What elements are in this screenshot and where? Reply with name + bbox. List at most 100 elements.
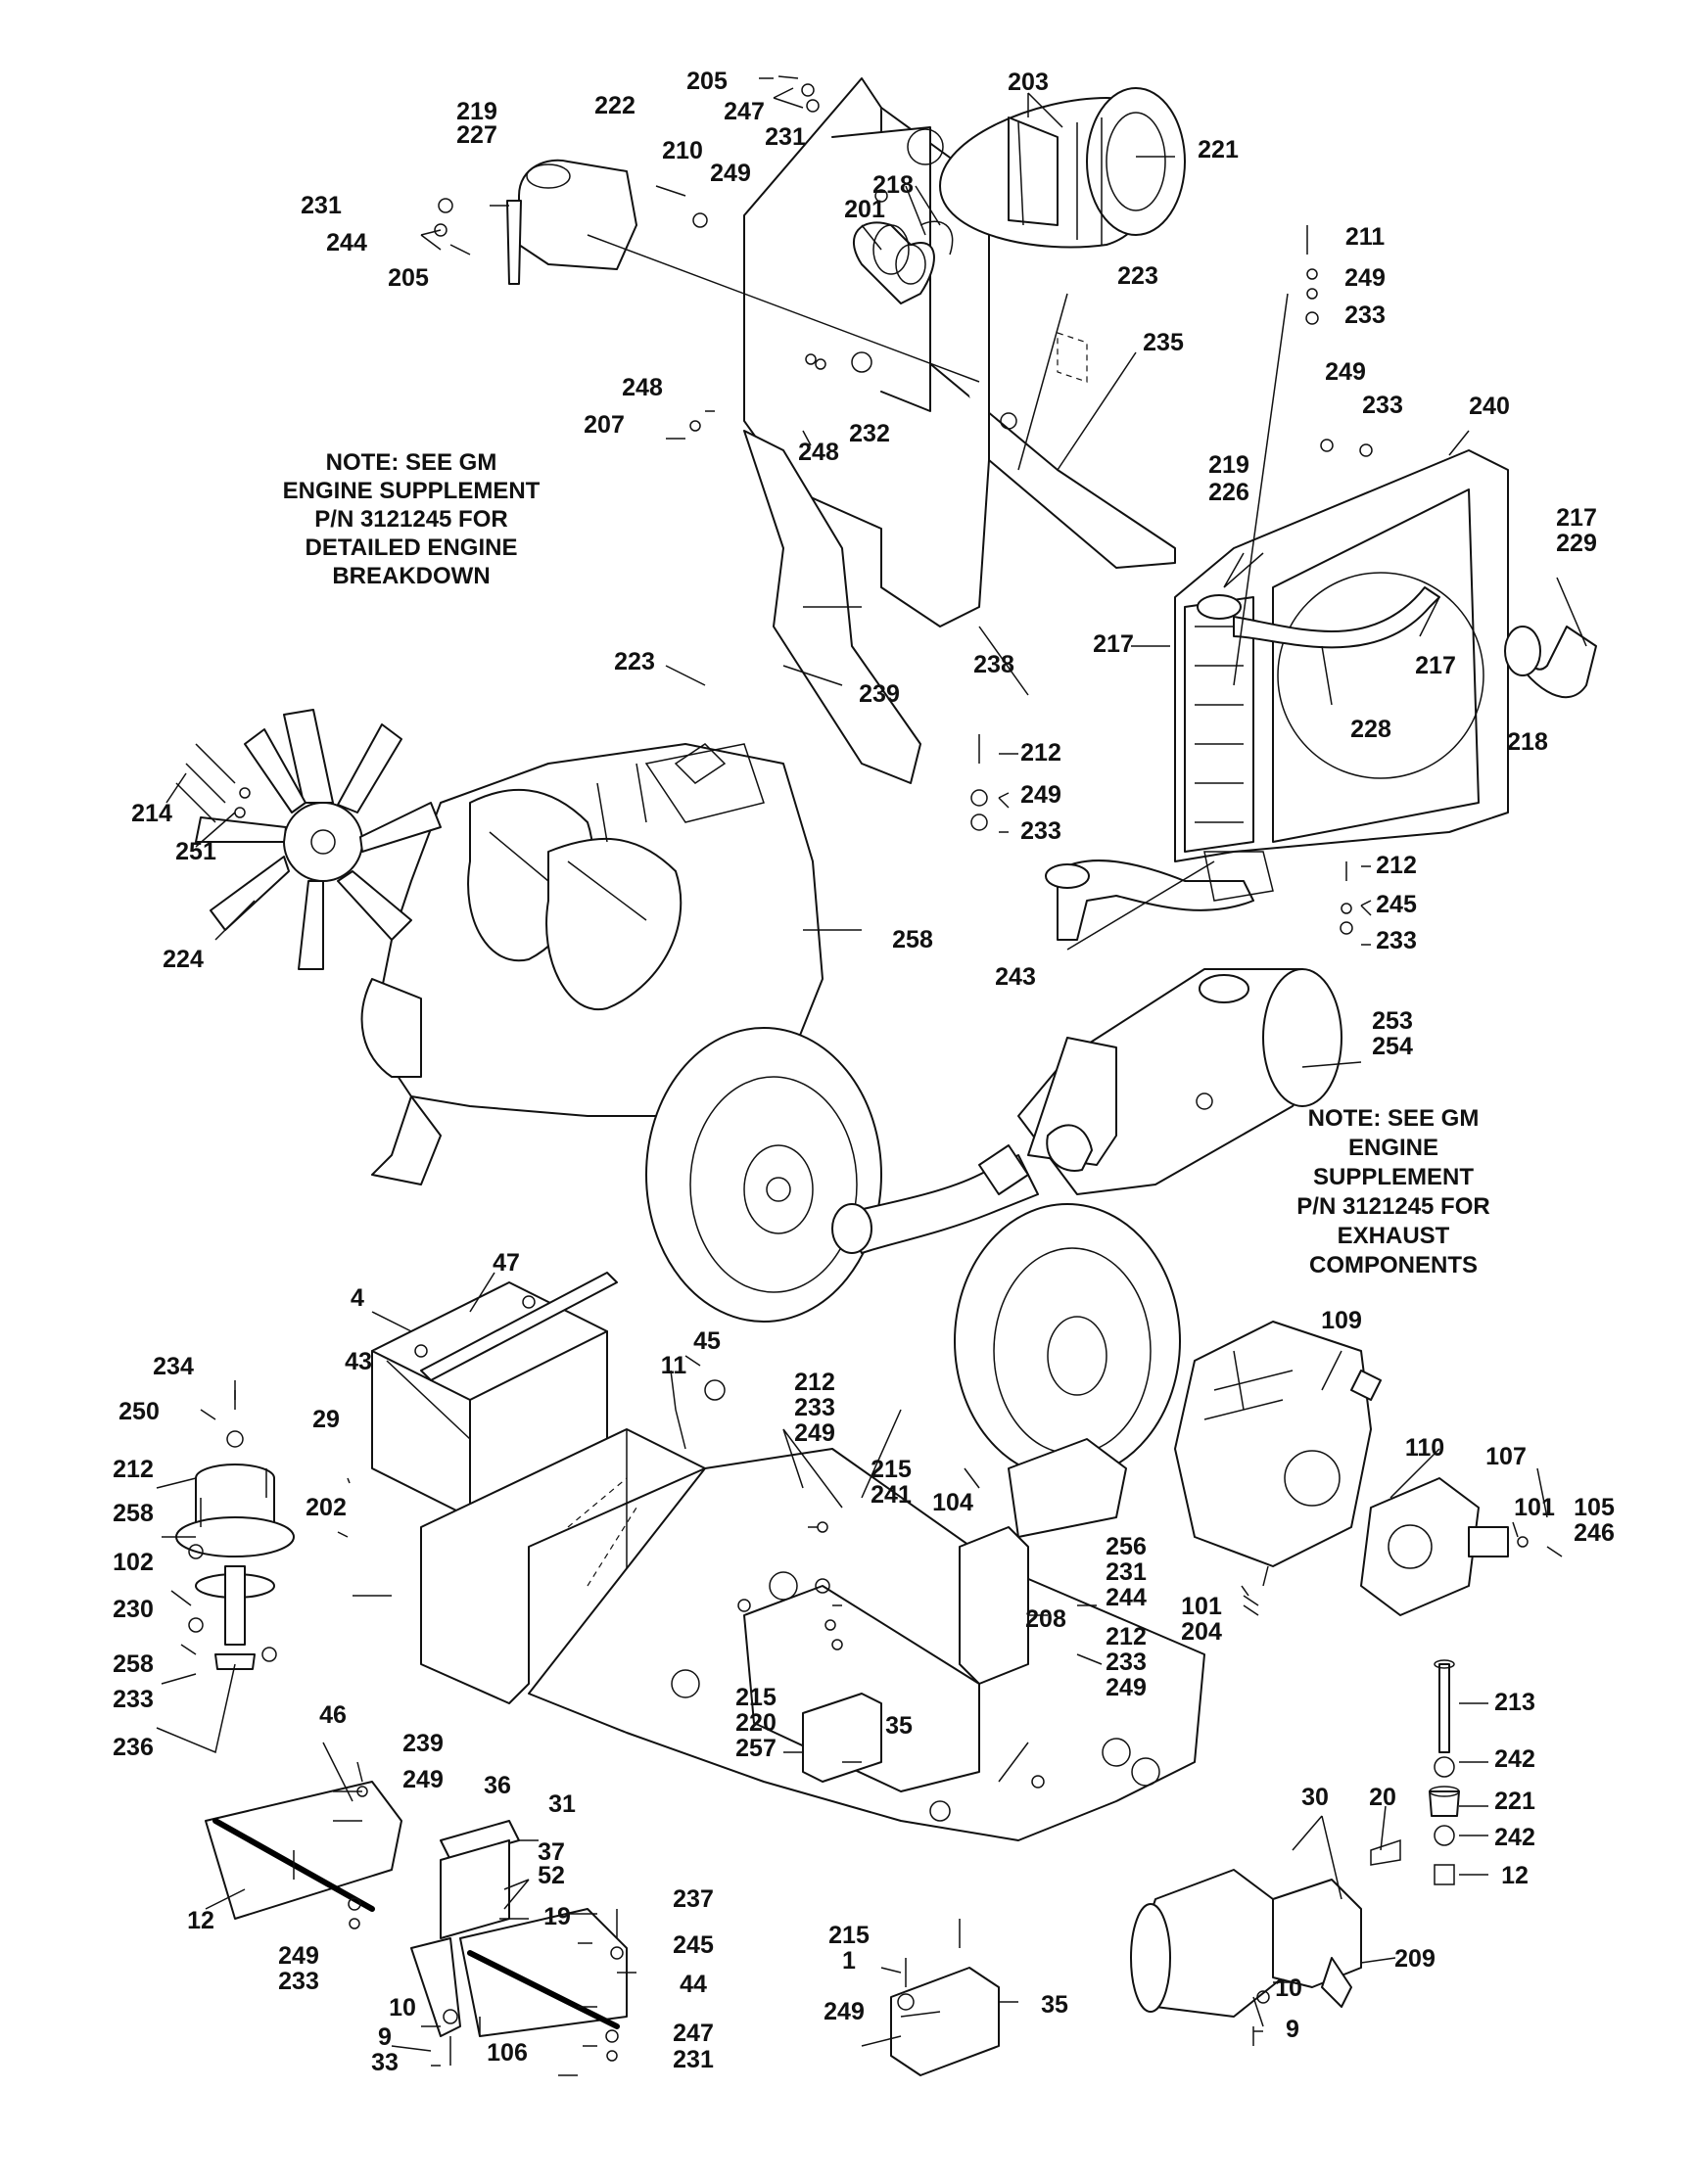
callout: 35 (885, 1712, 913, 1740)
callout: 101 (1181, 1593, 1222, 1620)
callout: 215 (871, 1456, 912, 1483)
note-line: COMPONENTS (1309, 1252, 1478, 1278)
note-line: P/N 3121245 FOR (1296, 1193, 1489, 1220)
callout: 249 (824, 1998, 865, 2025)
callout: 245 (673, 1931, 714, 1959)
upper-radiator-hose (1504, 626, 1597, 699)
air-cleaner (939, 87, 1186, 249)
callout: 242 (1494, 1745, 1535, 1773)
isolator-257-upper (802, 1693, 882, 1783)
callout: 4 (351, 1284, 364, 1312)
flywheel-housing (645, 1027, 882, 1323)
callout: 1 (842, 1947, 856, 1975)
callout: 9 (1286, 2016, 1299, 2043)
bumper-right (459, 1908, 628, 2037)
note-line: ENGINE SUPPLEMENT (283, 478, 541, 504)
callout: 231 (765, 123, 806, 151)
callout: 223 (1117, 262, 1158, 290)
callout: 221 (1494, 1788, 1535, 1815)
callout: 231 (673, 2046, 714, 2073)
callout: 239 (402, 1730, 444, 1757)
engine-assembly (360, 743, 824, 1185)
callout: 29 (312, 1406, 340, 1433)
callout: 247 (724, 98, 765, 125)
callout: 249 (1325, 358, 1366, 386)
callout: 226 (1208, 479, 1249, 506)
callout: 105 (1574, 1494, 1615, 1521)
callout: 201 (844, 196, 885, 223)
callout: 30 (1301, 1784, 1329, 1811)
callout: 204 (1181, 1618, 1222, 1646)
pump-drive-housing (954, 1203, 1181, 1538)
callout: 221 (1198, 136, 1239, 163)
callout: 233 (1362, 392, 1403, 419)
callout: 217 (1556, 504, 1597, 532)
note-line: NOTE: SEE GM (326, 449, 497, 476)
charge-pump (1360, 1477, 1509, 1616)
callout: 211 (1345, 223, 1385, 251)
callout: 217 (1415, 652, 1456, 679)
callout: 218 (1507, 728, 1548, 756)
hardware-items (188, 75, 1563, 2066)
bracket-256 (959, 1526, 1029, 1685)
note-line: BREAKDOWN (332, 563, 490, 589)
callout: 231 (1106, 1558, 1147, 1586)
callout: 43 (345, 1348, 372, 1375)
callout: 20 (1369, 1784, 1396, 1811)
callout: 249 (278, 1942, 319, 1970)
callout: 241 (871, 1481, 912, 1509)
callout: 239 (859, 680, 900, 708)
callout: 212 (113, 1456, 154, 1483)
callout: 228 (1350, 716, 1391, 743)
callout: 31 (548, 1790, 576, 1818)
callout: 233 (1376, 927, 1417, 954)
callout: 248 (798, 439, 839, 466)
callout: 106 (487, 2039, 528, 2067)
callout: 233 (1344, 302, 1386, 329)
callout: 236 (113, 1734, 154, 1761)
note-line: ENGINE (1348, 1135, 1438, 1161)
note-line: EXHAUST (1338, 1223, 1450, 1249)
callout: 233 (1020, 817, 1061, 845)
callout: 217 (1093, 630, 1134, 658)
callout: 247 (673, 2020, 714, 2047)
callout: 203 (1008, 69, 1049, 96)
callout: 104 (932, 1489, 973, 1516)
callout: 219 (1208, 451, 1249, 479)
note-line: NOTE: SEE GM (1308, 1105, 1480, 1132)
callout: 101 (1514, 1494, 1555, 1521)
callout: 246 (1574, 1519, 1615, 1547)
callout: 212 (794, 1369, 835, 1396)
callout: 214 (131, 800, 172, 827)
callout: 233 (794, 1394, 835, 1421)
callout: 212 (1020, 739, 1061, 767)
radiator (1174, 449, 1509, 862)
callout: 245 (1376, 891, 1417, 918)
callout: 35 (1041, 1991, 1068, 2019)
callout: 249 (1344, 264, 1386, 292)
isolator-257-lower (890, 1967, 1000, 2076)
callout: 229 (1556, 530, 1597, 557)
callout: 238 (973, 651, 1014, 678)
callout: 237 (673, 1885, 714, 1913)
callout: 212 (1376, 852, 1417, 879)
callout: 9 (378, 2023, 392, 2051)
callout: 233 (113, 1686, 154, 1713)
callout: 109 (1321, 1307, 1362, 1334)
callout: 242 (1494, 1824, 1535, 1851)
callout: 249 (1106, 1674, 1147, 1701)
callout: 235 (1143, 329, 1184, 356)
callout: 249 (794, 1419, 835, 1447)
note-engine-breakdown: NOTE: SEE GM ENGINE SUPPLEMENT P/N 31212… (283, 449, 541, 589)
air-intake-hose (852, 220, 954, 304)
starter-motor (1130, 1869, 1362, 2018)
note-exhaust-components: NOTE: SEE GM ENGINE SUPPLEMENT P/N 31212… (1296, 1105, 1489, 1278)
callout: 232 (849, 420, 890, 447)
callout: 258 (892, 926, 933, 953)
callout: 233 (278, 1968, 319, 1995)
callout: 52 (538, 1862, 565, 1889)
callout: 36 (484, 1772, 511, 1799)
callout: 205 (686, 68, 728, 95)
callout: 244 (326, 229, 367, 256)
callout: 208 (1025, 1605, 1066, 1633)
